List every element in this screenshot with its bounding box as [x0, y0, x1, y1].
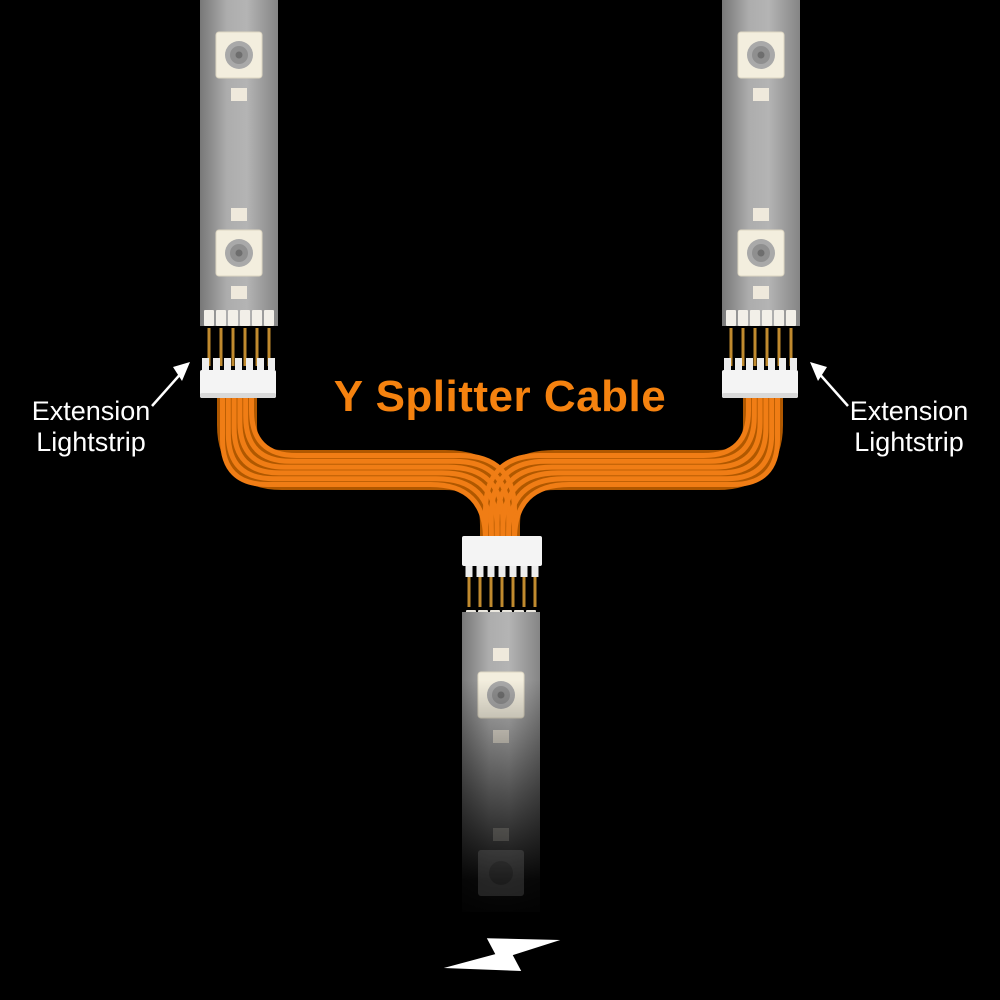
led-strip-bottom: [454, 610, 550, 930]
connector-teeth: [465, 566, 539, 577]
cable-strand: [512, 390, 780, 548]
cable-strand: [506, 390, 775, 548]
cable-strand: [249, 390, 517, 548]
image-title: Y Splitter Cable: [333, 372, 667, 421]
connector-body: [462, 536, 542, 566]
lightning-bolt-icon: [443, 938, 561, 971]
cable-strand: [483, 390, 751, 548]
cable-strand: [220, 390, 488, 548]
label-line: Lightstrip: [854, 427, 964, 458]
cable-strand: [494, 390, 763, 548]
led-strip-top-left: [199, 0, 279, 399]
label-line: Lightstrip: [36, 427, 146, 458]
cable-strand: [500, 390, 769, 548]
led-strip-top-right: [721, 0, 801, 399]
label-extension-lightstrip-left: Extension Lightstrip: [6, 396, 176, 458]
label-line: Extension: [849, 396, 969, 426]
cable-strand: [488, 390, 757, 548]
y-splitter-cable: [217, 390, 783, 548]
arrow-up-left-icon: [810, 362, 849, 407]
reflection-fade: [454, 680, 550, 930]
reflection-ghost: [478, 828, 524, 896]
label-extension-lightstrip-right: Extension Lightstrip: [824, 396, 994, 458]
label-line: Extension: [31, 396, 151, 426]
connector-pins: [467, 577, 537, 607]
resistor: [493, 648, 509, 661]
center-connector: [462, 536, 542, 607]
arrow-up-right-icon: [151, 362, 190, 407]
cable-strand: [480, 390, 783, 548]
